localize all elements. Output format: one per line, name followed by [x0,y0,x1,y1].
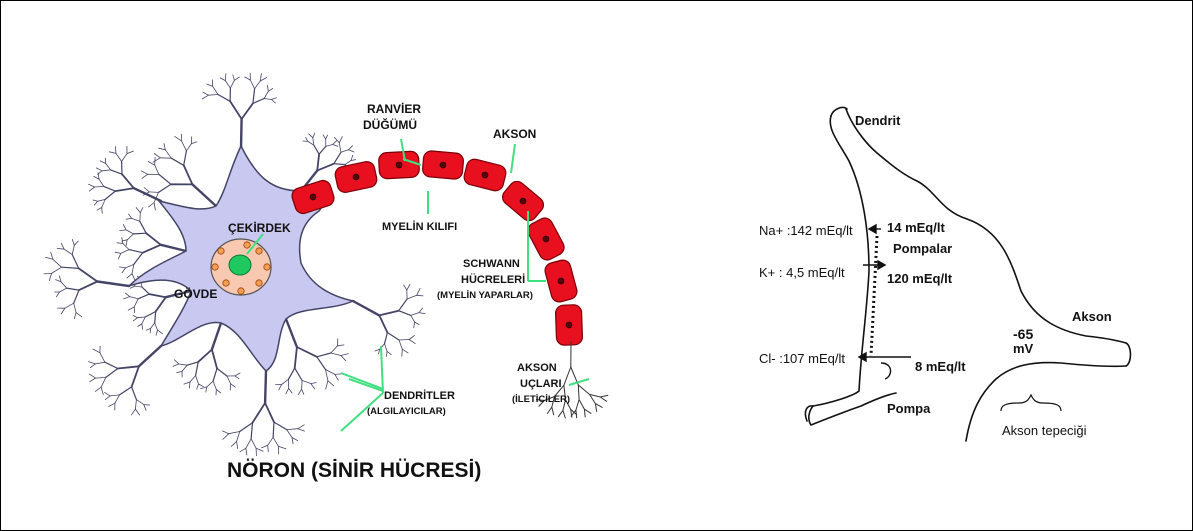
label-cl: Cl- :107 mEq/lt [759,351,845,366]
label-dendrit: Dendrit [855,113,901,128]
axon-hillock-brace [1001,395,1061,411]
neuron-outline [805,107,1130,441]
label-akson: Akson [1072,309,1112,324]
label-k: K+ : 4,5 mEq/lt [759,265,845,280]
label-na: Na+ :142 mEq/lt [759,223,853,238]
label-pompa: Pompa [887,401,931,416]
label-akson-tepecigi: Akson tepeciği [1002,423,1087,438]
label-k-in: 120 mEq/lt [887,271,953,286]
label-cl-in: 8 mEq/lt [915,359,966,374]
label-mv-unit: mV [1013,341,1034,356]
membrane-dots [871,236,877,356]
arrow-cl-head [859,353,866,361]
arrow-k-head [878,261,885,269]
label-mv-value: -65 [1013,326,1033,342]
arrow-na-head [869,225,876,233]
label-na-in: 14 mEq/lt [887,220,945,235]
label-pompalar: Pompalar [893,241,952,256]
pump-curl [881,363,891,379]
